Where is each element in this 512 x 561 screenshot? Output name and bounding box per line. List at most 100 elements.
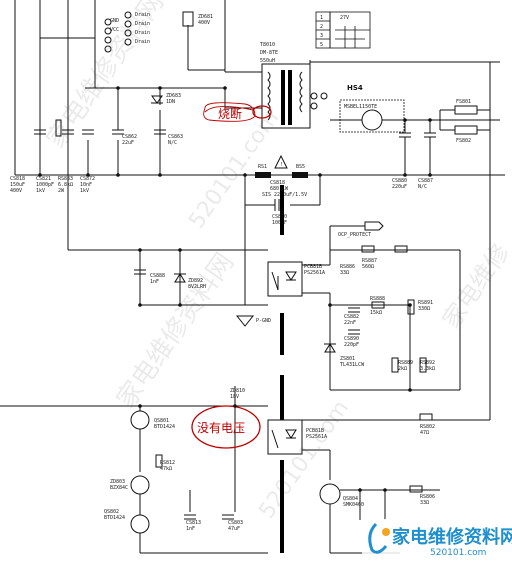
- component-value: 100nF: [272, 220, 287, 226]
- component-value: 15kΩ: [370, 310, 382, 316]
- component-label: CS813: [186, 520, 201, 526]
- component-label: CS863: [168, 134, 183, 140]
- component-value: TL431LCW: [340, 362, 365, 368]
- feedback-network: RS886 33Ω RS887 560Ω CS882 22nF RS888 15…: [324, 245, 461, 391]
- component-value: BZX84C: [110, 485, 128, 491]
- component-value: 22nF: [344, 320, 356, 326]
- component-value: 560Ω: [362, 264, 374, 270]
- burnt-label: 烧断: [218, 106, 242, 121]
- lower-left-circuit: ZD810 18V QS801 BTD1424 RS812 47kΩ ZD803…: [0, 386, 268, 554]
- component-label: RS889: [398, 360, 413, 366]
- component-value: 330Ω: [418, 306, 430, 312]
- center-filter: RS1 BS5 ! CS818 680 1W SIS 2200uF/1.5V C…: [244, 154, 321, 305]
- component-label: CS818: [10, 176, 25, 182]
- component-value: 550uH: [260, 58, 275, 64]
- component-value: N/C: [418, 184, 427, 190]
- caps-right-top: CS880 220uF CS887 N/C: [392, 120, 436, 190]
- component-label: HS4: [347, 84, 363, 92]
- component-value: N/C: [168, 140, 177, 146]
- connector-top-left: GND VCC Drain Drain Drain Drain: [104, 11, 150, 53]
- watermark-text: 520101.com: [254, 396, 354, 523]
- component-label: RS888: [370, 296, 385, 302]
- component-value: 1DN: [166, 99, 175, 105]
- component-label: QS802: [104, 509, 119, 515]
- junction-dots: [38, 86, 432, 492]
- component-value: 1000pF: [36, 182, 54, 188]
- component-label: MSBEL1150TE: [344, 104, 377, 110]
- component-value: 10nF: [80, 182, 92, 188]
- component-label: RS812: [160, 460, 175, 466]
- component-value: 47Ω: [420, 430, 429, 436]
- component-value: PS2561A: [304, 270, 325, 276]
- ocp-protect-tag: OCP_PROTECT: [329, 221, 384, 250]
- component-value: 1nF: [150, 279, 159, 285]
- component-value: 2W: [58, 188, 65, 194]
- component-label: CS820: [272, 214, 287, 220]
- component-label: FS802: [456, 138, 471, 144]
- component-value: 220pF: [344, 342, 359, 348]
- component-label: CS872: [80, 176, 95, 182]
- pin-label: Drain: [135, 39, 150, 45]
- component-label: ZD683: [166, 93, 181, 99]
- component-label: RS891: [418, 300, 433, 306]
- component-value: 22uF: [122, 140, 134, 146]
- watermark-text: 家电维修资料网: [111, 248, 240, 414]
- component-value: 220uF: [392, 184, 407, 190]
- component-value: PS2561A: [306, 434, 327, 440]
- component-label: RS892: [420, 360, 435, 366]
- component-label: RS802: [420, 424, 435, 430]
- component-value: DM-8TE: [260, 50, 278, 56]
- no-voltage-annotation: 没有电压: [191, 405, 261, 449]
- component-value: 8V2LRH: [188, 284, 206, 290]
- component-value: 33Ω: [420, 500, 429, 506]
- component-label: RS883: [58, 176, 73, 182]
- component-label: ZD892: [188, 278, 203, 284]
- fuses-right: FS801 FS802: [439, 62, 491, 420]
- brand-url: 520101.com: [430, 548, 486, 558]
- component-label: CS818: [270, 180, 285, 186]
- component-label: CS821: [36, 176, 51, 182]
- component-value: 400V: [198, 20, 210, 26]
- heatsink-hs4: HS4 MSBEL1150TE: [330, 84, 500, 133]
- component-value: 3.3kΩ: [420, 366, 435, 372]
- component-label: CS890: [344, 336, 359, 342]
- component-value: 6.8kΩ: [58, 182, 73, 188]
- component-label: T8010: [260, 42, 275, 48]
- component-label: ZS801: [340, 356, 355, 362]
- component-label: FS801: [456, 99, 471, 105]
- component-label: BS5: [296, 164, 305, 170]
- brand-title: 家电维修资料网: [392, 526, 512, 548]
- component-value: BTD1424: [104, 515, 125, 521]
- component-label: RS806: [420, 494, 435, 500]
- component-value: 1kV: [80, 188, 89, 194]
- pin-label: GND: [110, 18, 119, 24]
- site-logo: 家电维修资料网 520101.com: [362, 519, 512, 561]
- component-label: RS887: [362, 258, 377, 264]
- component-value: 680 1W: [270, 186, 289, 192]
- component-label: ZD681: [198, 14, 213, 20]
- signal-label: OCP_PROTECT: [338, 232, 371, 238]
- component-value: SIS 2200uF/1.5V: [262, 192, 307, 198]
- component-label: CS888: [150, 273, 165, 279]
- diode-zd683: ZD683 1DN: [151, 93, 181, 105]
- component-value: SMK0460: [343, 502, 364, 508]
- component-label: RS886: [340, 264, 355, 270]
- component-value: BTD1424: [154, 424, 175, 430]
- optocoupler-1: PCB81B PS2561A: [267, 250, 331, 297]
- pin-label: Drain: [135, 12, 150, 18]
- fuse-zd681: ZD681 400V: [182, 11, 213, 27]
- table-cell: 2: [320, 24, 323, 30]
- component-value: 33Ω: [340, 270, 349, 276]
- optocoupler-2: PCB81B PS2561A RS802 47Ω: [267, 413, 490, 480]
- component-label: QS801: [154, 418, 169, 424]
- pin-label: Drain: [135, 30, 150, 36]
- component-label: ZD803: [110, 479, 125, 485]
- watermark-text: 家电维修: [437, 239, 512, 334]
- no-voltage-label: 没有电压: [197, 420, 245, 435]
- component-value: 150uF: [10, 182, 25, 188]
- component-label: PCB81B: [306, 428, 324, 434]
- component-value: 1kV: [36, 188, 45, 194]
- component-label: CS887: [418, 178, 433, 184]
- component-value: 400V: [10, 188, 22, 194]
- component-label: P-GND: [256, 318, 271, 324]
